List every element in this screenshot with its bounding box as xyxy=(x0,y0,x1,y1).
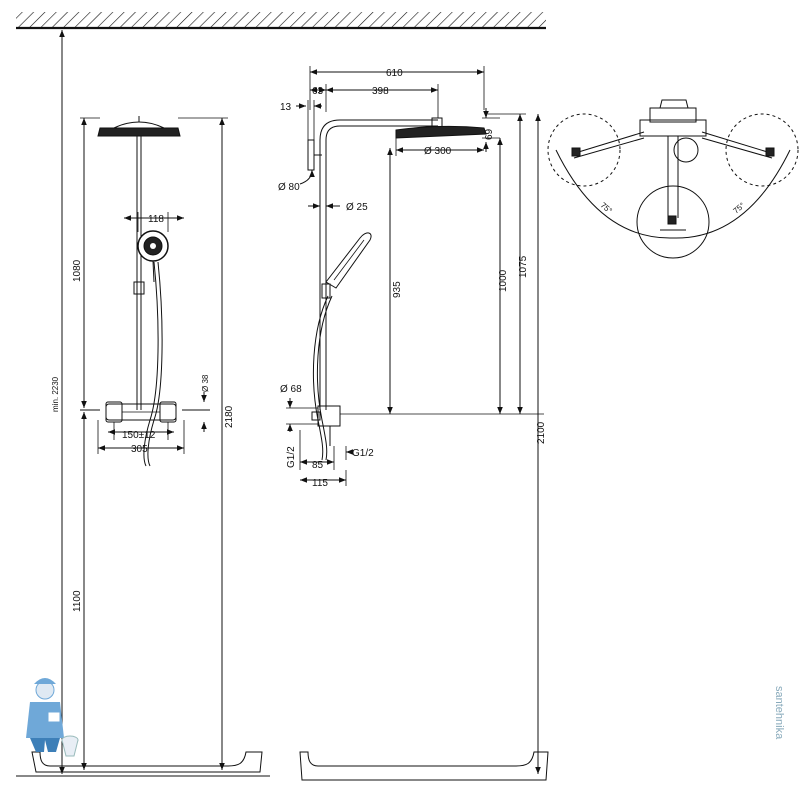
overhead-circle xyxy=(636,185,710,259)
overhead-shower-side xyxy=(395,125,487,139)
watermark: santehnika xyxy=(773,686,785,740)
floor-right xyxy=(299,751,549,781)
hose xyxy=(143,261,159,467)
dim-g12-left: G1/2 xyxy=(286,446,297,468)
dim-dia-68: Ø 68 xyxy=(280,384,302,395)
dim-1075: 1075 xyxy=(518,255,529,278)
dim-1100: 1100 xyxy=(72,590,83,612)
dim-118: 118 xyxy=(148,214,164,225)
ceiling xyxy=(16,12,546,30)
dim-150: 150±12 xyxy=(122,430,156,441)
thermostat-side xyxy=(317,405,341,427)
dim-1080: 1080 xyxy=(72,259,83,282)
swing-circle-right xyxy=(725,113,799,187)
dim-85: 85 xyxy=(312,460,324,471)
floor-left xyxy=(16,751,270,777)
hand-shower-side xyxy=(325,232,372,289)
dim-610: 610 xyxy=(386,68,403,79)
top-view: 75° 75° xyxy=(547,99,799,259)
dim-2100: 2100 xyxy=(536,421,547,444)
mounting-bar xyxy=(639,119,707,137)
plumber-mascot xyxy=(26,678,79,757)
dim-398: 398 xyxy=(372,86,389,97)
dim-dia-38: Ø 38 xyxy=(201,374,210,392)
front-view-shower xyxy=(80,116,210,467)
holder-slider xyxy=(133,281,145,295)
front-view-dimensions: 118 Ø 38 150±12 305 1080 min. 2230 2180 … xyxy=(51,30,235,774)
dim-dia-25: Ø 25 xyxy=(346,202,368,213)
dim-g12-right: G1/2 xyxy=(352,448,374,459)
angle-right: 75° xyxy=(732,201,747,216)
dim-1000: 1000 xyxy=(498,269,509,292)
swing-circle-left xyxy=(547,113,621,187)
dim-min-2230: min. 2230 xyxy=(51,376,60,412)
shower-arm xyxy=(319,119,438,141)
dim-115: 115 xyxy=(312,478,328,489)
dim-935: 935 xyxy=(392,281,403,298)
dim-305: 305 xyxy=(131,444,148,455)
dim-69: 69 xyxy=(484,128,495,140)
dim-63: 63 xyxy=(312,86,324,97)
dim-13: 13 xyxy=(280,102,292,113)
overhead-shower-front xyxy=(97,127,181,137)
dim-dia-300: Ø 300 xyxy=(424,146,452,157)
side-view-shower xyxy=(307,117,487,461)
angle-left: 75° xyxy=(599,201,614,216)
dim-2180: 2180 xyxy=(224,405,235,428)
wall-plate xyxy=(307,139,315,171)
dim-dia-80: Ø 80 xyxy=(278,182,300,193)
side-view-dimensions: 610 63 398 13 69 Ø 300 Ø 80 Ø 25 935 100… xyxy=(278,66,547,774)
